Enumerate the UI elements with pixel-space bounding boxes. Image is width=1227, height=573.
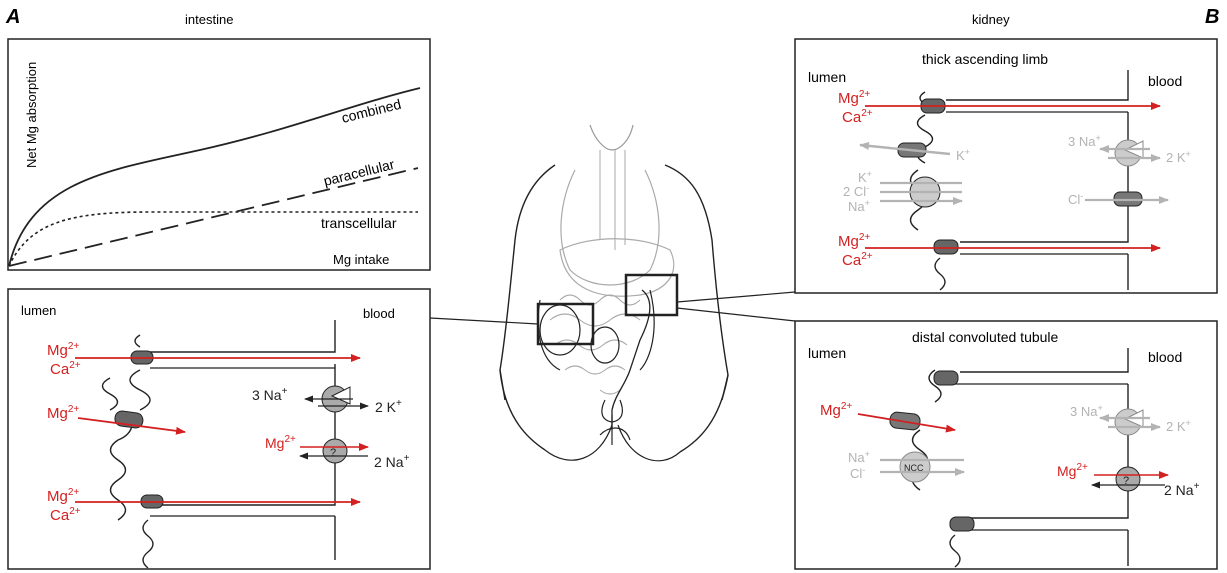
intestine-pump-k: 2 K+ <box>375 398 402 415</box>
dct-pump-k: 2 K+ <box>1166 418 1191 434</box>
dct-blood-label: blood <box>1148 349 1182 365</box>
tal-title: thick ascending limb <box>922 51 1048 67</box>
intestine-ex-na: 2 Na+ <box>374 453 410 470</box>
tal-nkcc-cl: 2 Cl- <box>843 183 869 199</box>
intestine-pump-na: 3 Na+ <box>252 386 288 403</box>
intestine-mid-mg: Mg2+ <box>47 404 79 422</box>
dct-ncc-na: Na+ <box>848 449 870 465</box>
tal-bot-ca: Ca2+ <box>842 251 873 269</box>
dct-mg: Mg2+ <box>820 401 852 419</box>
transcellular-label: transcellular <box>321 215 397 231</box>
tal-panel: thick ascending limb lumen blood Mg2+ Ca… <box>795 39 1217 293</box>
combined-label: combined <box>340 96 403 126</box>
graph-y-label: Net Mg absorption <box>24 62 39 168</box>
paracellular-label: paracellular <box>322 156 396 189</box>
intestine-blood-label: blood <box>363 306 395 321</box>
tal-pump-k: 2 K+ <box>1166 149 1191 165</box>
tal-nkcc-k: K+ <box>858 169 872 185</box>
panel-letter-b: B <box>1205 6 1219 28</box>
intestine-cell-panel: lumen blood Mg2+ Ca2+ Mg2+ Mg2+ Ca2+ 3 N… <box>8 289 430 569</box>
tal-lumen-label: lumen <box>808 69 846 85</box>
panel-letter-a: A <box>5 6 20 28</box>
intestine-zoom-box <box>538 304 593 344</box>
dct-lumen-label: lumen <box>808 345 846 361</box>
tal-top-ca: Ca2+ <box>842 108 873 126</box>
tal-k-label: K+ <box>956 147 970 163</box>
intestine-ex-mg: Mg2+ <box>265 434 296 451</box>
dct-ex-mg: Mg2+ <box>1057 462 1088 479</box>
tal-cl-label: Cl- <box>1068 191 1083 207</box>
intestine-lumen-label: lumen <box>21 303 56 318</box>
dct-title: distal convoluted tubule <box>912 329 1059 345</box>
kidney-header: kidney <box>972 12 1010 27</box>
intestine-top-ca: Ca2+ <box>50 360 81 378</box>
tal-top-mg: Mg2+ <box>838 89 870 107</box>
intestine-top-mg: Mg2+ <box>47 341 79 359</box>
dct-panel: distal convoluted tubule lumen blood Mg2… <box>795 321 1217 569</box>
tal-pump-na: 3 Na+ <box>1068 133 1101 149</box>
intestine-exchanger-mark: ? <box>330 447 336 459</box>
intestine-header: intestine <box>185 12 233 27</box>
dct-ex-na: 2 Na+ <box>1164 481 1200 498</box>
intestine-bot-ca: Ca2+ <box>50 506 81 524</box>
dct-ncc-cl: Cl- <box>850 465 865 481</box>
tal-nkcc-na: Na+ <box>848 198 870 214</box>
absorption-graph: Net Mg absorption Mg intake combined par… <box>8 39 430 270</box>
human-torso-illustration <box>500 125 728 461</box>
tal-blood-label: blood <box>1148 73 1182 89</box>
graph-x-label: Mg intake <box>333 252 389 267</box>
intestine-bot-mg: Mg2+ <box>47 487 79 505</box>
dct-pump-na: 3 Na+ <box>1070 403 1103 419</box>
